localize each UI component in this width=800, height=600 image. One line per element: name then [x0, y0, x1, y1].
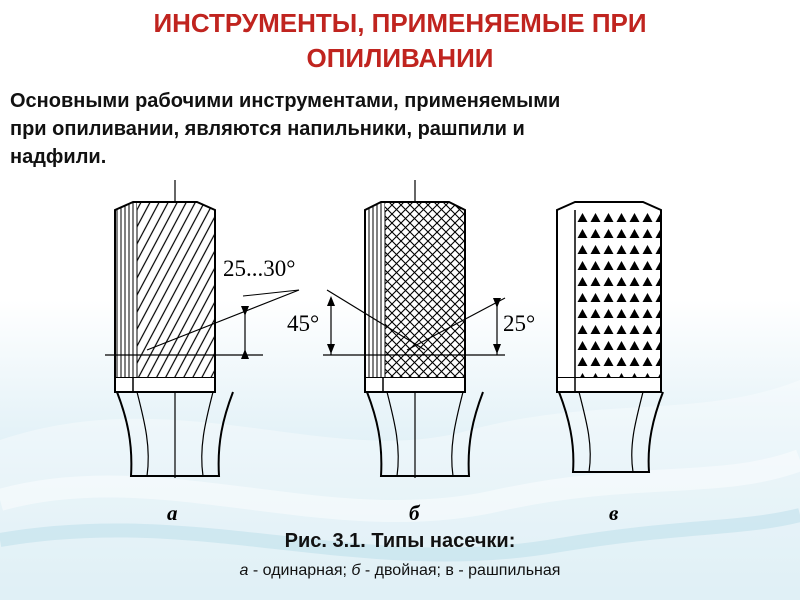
lead-line-2: при опиливании, являются напильники, раш…: [10, 118, 525, 140]
legend-b-letter: б: [351, 562, 361, 579]
lead-paragraph: Основными рабочими инструментами, примен…: [10, 87, 750, 171]
angle-label-25: 25°: [503, 311, 535, 336]
figure-label-c: в: [609, 501, 619, 525]
angle-label-45: 45°: [287, 311, 319, 336]
legend-a-letter: а: [239, 562, 249, 579]
slide-title: ИНСТРУМЕНТЫ, ПРИМЕНЯЕМЫЕ ПРИ ОПИЛИВАНИИ: [0, 6, 800, 76]
figure-label-a: а: [167, 501, 178, 525]
figure-label-b: б: [409, 501, 421, 525]
title-line-1: ИНСТРУМЕНТЫ, ПРИМЕНЯЕМЫЕ ПРИ: [153, 8, 647, 38]
legend-a-text: - одинарная;: [248, 562, 352, 579]
angle-label-single-cut: 25...30°: [223, 256, 295, 281]
figure-legend: а - одинарная; б - двойная; в - рашпильн…: [0, 561, 800, 581]
title-line-2: ОПИЛИВАНИИ: [306, 43, 494, 73]
file-double-cut: [323, 180, 506, 478]
figure-caption: Рис. 3.1. Типы насечки:: [284, 530, 516, 552]
lead-line-1: Основными рабочими инструментами, примен…: [10, 90, 561, 112]
file-rasp-cut: [556, 201, 664, 473]
legend-b-text: - двойная; в - рашпильная: [360, 562, 561, 579]
lead-line-3: надфили.: [10, 146, 107, 168]
file-single-cut: [105, 180, 300, 478]
file-cut-types-figure: 25...30° 45° 25° а б в: [105, 180, 664, 525]
